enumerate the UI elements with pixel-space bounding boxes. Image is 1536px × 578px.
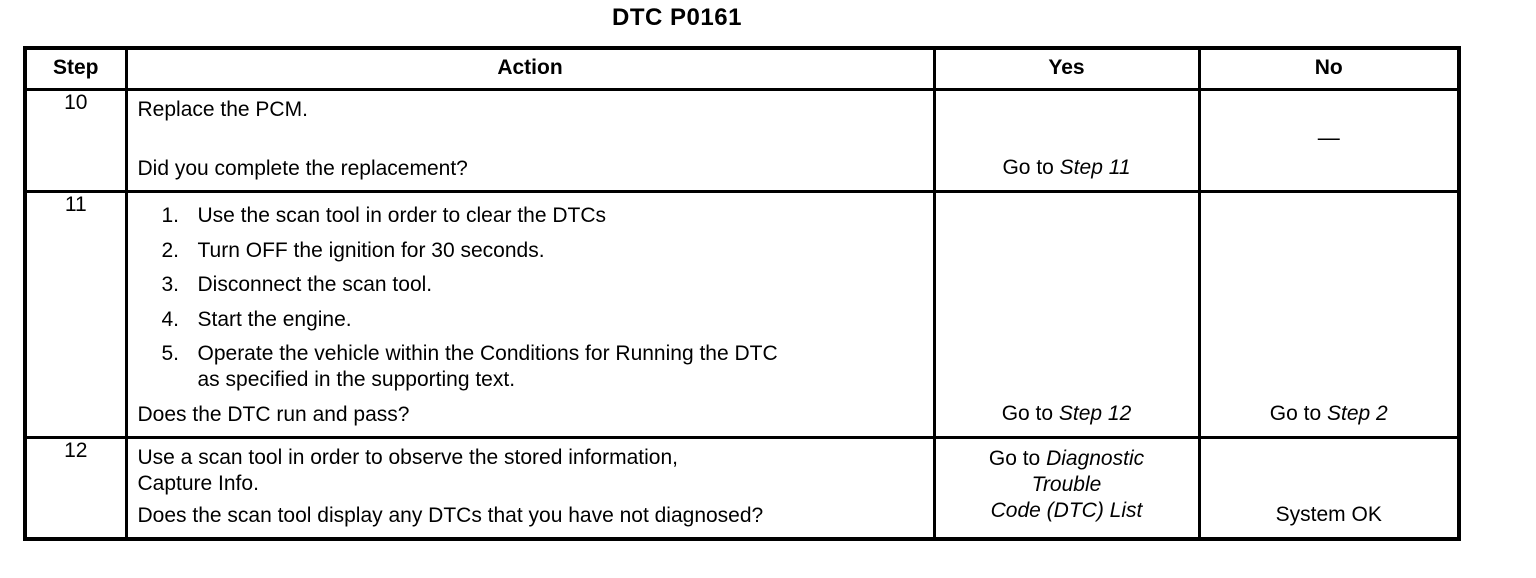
dtc-list-reference: Diagnostic — [1046, 446, 1145, 470]
yes-cell: Go to Diagnostic Trouble Code (DTC) List — [932, 436, 1201, 541]
list-item-number: 2. — [161, 238, 180, 262]
table-row-step-12: 12 Use a scan tool in order to observe t… — [23, 436, 1461, 541]
no-dash: — — [1317, 124, 1340, 150]
column-header-step: Step — [23, 46, 128, 91]
list-item: 4. Start the engine. — [138, 307, 925, 333]
column-header-yes: Yes — [932, 46, 1201, 91]
no-result: System OK — [1275, 502, 1382, 526]
list-item: 1. Use the scan tool in order to clear th… — [138, 203, 925, 229]
step-number: 12 — [23, 436, 128, 541]
column-header-no: No — [1197, 46, 1461, 91]
list-item-text: Start the engine. — [197, 307, 352, 331]
step-number: 10 — [23, 88, 128, 193]
action-cell: Replace the PCM. Did you complete the re… — [124, 88, 936, 193]
list-item: 5. Operate the vehicle within the Conditi… — [138, 341, 925, 392]
yes-goto-line-1: Go to Diagnostic — [988, 446, 1145, 470]
list-item-text: Operate the vehicle within the Condition… — [197, 342, 778, 392]
header-row: Step Action Yes No — [23, 46, 1461, 91]
list-item-text: Disconnect the scan tool. — [197, 273, 433, 297]
yes-goto-line-3: Code (DTC) List — [990, 499, 1143, 523]
action-question: Does the scan tool display any DTCs that… — [137, 503, 764, 527]
yes-goto-line-2: Trouble — [1031, 472, 1102, 496]
list-item-number: 3. — [161, 273, 180, 297]
no-goto: Go to Step 2 — [1269, 401, 1388, 425]
yes-goto: Go to Step 11 — [1002, 155, 1131, 179]
list-item: 2. Turn OFF the ignition for 30 seconds. — [138, 238, 925, 264]
action-cell: Use a scan tool in order to observe the … — [124, 436, 936, 541]
step-reference: Step 11 — [1059, 155, 1131, 179]
page-title: DTC P0161 — [612, 4, 742, 31]
step-reference: Step 12 — [1058, 401, 1132, 425]
action-question: Did you complete the replacement? — [137, 156, 468, 180]
step-reference: Step 2 — [1326, 401, 1388, 425]
step-number: 11 — [23, 190, 128, 439]
column-header-action: Action — [124, 46, 936, 91]
yes-cell: Go to Step 12 — [932, 190, 1201, 439]
action-text: Use a scan tool in order to observe the … — [137, 446, 678, 496]
list-item-text: Turn OFF the ignition for 30 seconds. — [197, 238, 545, 262]
action-text: Replace the PCM. — [137, 98, 308, 121]
dtc-diagnostic-table: Step Action Yes No 10 Replace the PCM. D… — [23, 46, 1461, 541]
yes-cell: Go to Step 11 — [932, 88, 1201, 193]
no-cell: Go to Step 2 — [1197, 190, 1461, 439]
list-item: 3. Disconnect the scan tool. — [138, 272, 925, 298]
list-item-number: 4. — [161, 307, 180, 331]
no-cell: — — [1197, 88, 1461, 193]
table-row-step-10: 10 Replace the PCM. Did you complete the… — [23, 88, 1461, 193]
list-item-number: 1. — [161, 204, 180, 227]
action-numbered-list: 1. Use the scan tool in order to clear th… — [138, 199, 925, 402]
no-cell: System OK — [1197, 436, 1461, 541]
table-row-step-11: 11 1. Use the scan tool in order to clear… — [23, 190, 1461, 439]
yes-goto: Go to Step 12 — [1001, 401, 1132, 425]
action-cell: 1. Use the scan tool in order to clear th… — [124, 190, 936, 439]
list-item-text: Use the scan tool in order to clear the … — [197, 204, 607, 227]
action-question: Does the DTC run and pass? — [137, 402, 410, 426]
list-item-number: 5. — [161, 342, 180, 366]
